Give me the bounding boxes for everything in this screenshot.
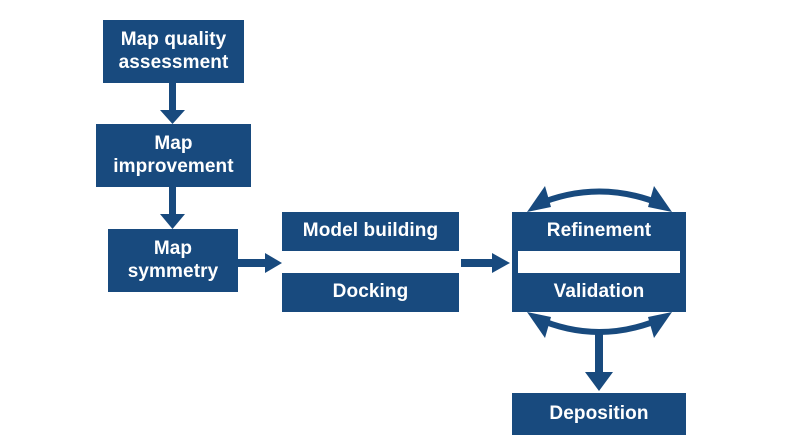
arrow-model-building-to-refinement [461,253,510,273]
node-deposition[interactable]: Deposition [512,393,686,435]
arrow-cycle-to-deposition [585,332,613,391]
node-docking[interactable]: Docking [282,273,459,312]
arrow-map-improvement-to-map-symmetry [160,187,185,229]
node-map-quality-assessment[interactable]: Map quality assessment [103,20,244,83]
arrow-map-quality-to-map-improvement [160,83,185,124]
cycle-gap-band [512,251,686,273]
arrow-map-symmetry-to-model-building [238,253,282,273]
arc-cycle-top [527,186,672,212]
node-validation[interactable]: Validation [512,273,686,312]
node-refinement[interactable]: Refinement [512,212,686,251]
node-map-improvement[interactable]: Map improvement [96,124,251,187]
node-model-building[interactable]: Model building [282,212,459,251]
node-map-symmetry[interactable]: Map symmetry [108,229,238,292]
